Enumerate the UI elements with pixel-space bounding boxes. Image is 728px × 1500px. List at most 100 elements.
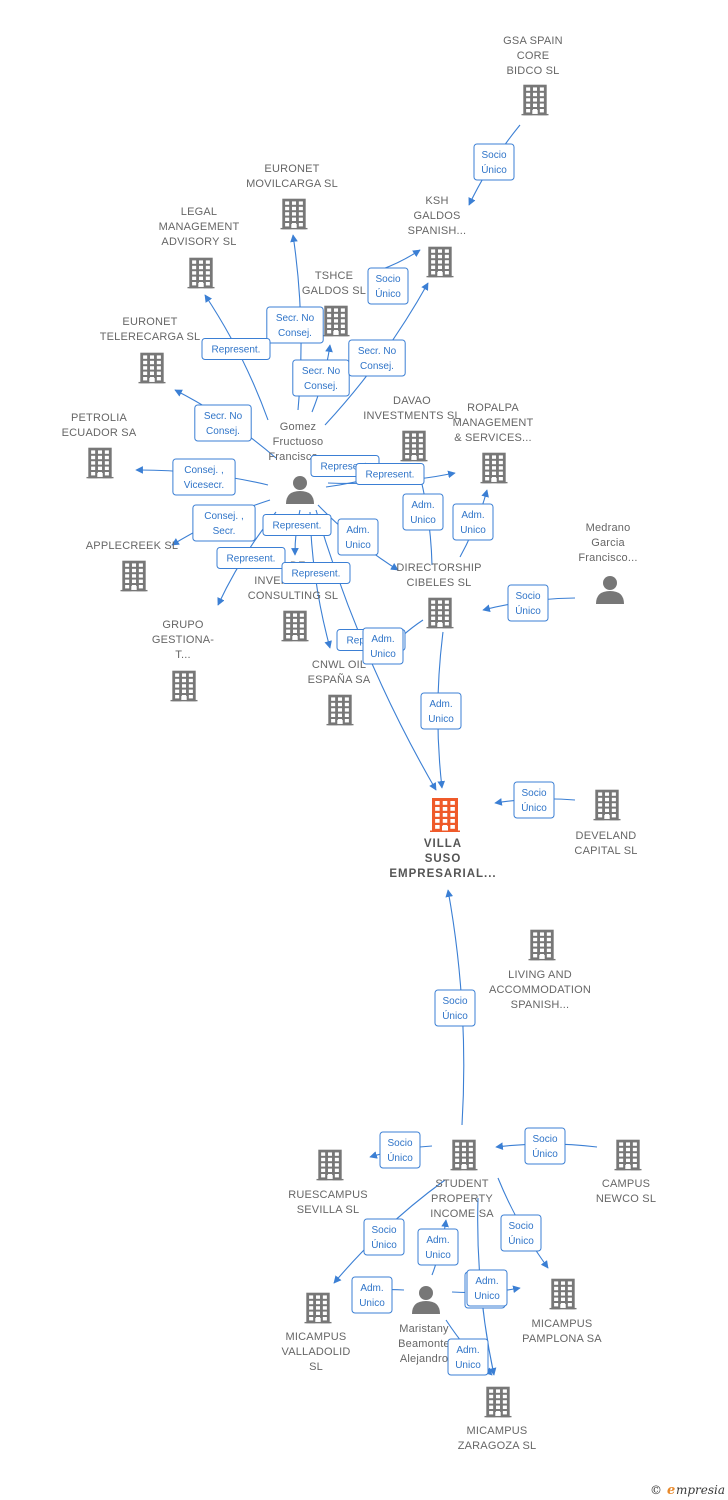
building-icon — [549, 1278, 577, 1310]
edge-label-gomez-to-grupo[interactable]: Represent. — [216, 547, 286, 569]
building-icon — [426, 246, 454, 278]
edge-label-box — [348, 339, 406, 377]
edge-label-box — [417, 1228, 459, 1266]
node-label-line: Alejandro — [400, 1353, 448, 1365]
edge-label-directorship-to-villa[interactable]: Adm.Unico — [420, 692, 462, 730]
edge-label-text: Secr. No — [204, 411, 243, 422]
node-label-line: EMPRESARIAL... — [389, 868, 496, 880]
node-label-line: VALLADOLID — [281, 1346, 350, 1358]
edge-label-maristany-to-mic_valladolid[interactable]: Adm.Unico — [351, 1276, 393, 1314]
building-icon — [593, 789, 621, 821]
edge-label-gomez-to-legal[interactable]: Represent. — [201, 338, 271, 360]
node-label-line: DAVAO — [393, 395, 431, 407]
edge-label-gomez-to-cnwl[interactable]: Represent. — [281, 562, 351, 584]
node-label-line: BIDCO SL — [507, 65, 560, 77]
edge-label-gomez-to-ropalpa[interactable]: Represent. — [355, 463, 425, 485]
node-label-line: CAMPUS — [602, 1178, 650, 1190]
node-label-line: TSHCE — [315, 270, 353, 282]
edge-label-directorship-to-ropalpa[interactable]: Adm. Unico — [452, 503, 494, 541]
node-ruescampus[interactable]: RUESCAMPUS SEVILLA SL — [288, 1149, 368, 1216]
node-label-line: EURONET — [264, 163, 319, 175]
edge-label-text: Represent. — [212, 345, 261, 356]
edge-label-box — [402, 493, 444, 531]
edge-label-maristany-to-mic_pamplona[interactable]: Adm.Unico — [466, 1269, 508, 1307]
edge-label-maristany-to-student[interactable]: Adm.Unico — [417, 1228, 459, 1266]
edge-label-text: Único — [481, 163, 507, 176]
edge-label-text: Adm. — [461, 510, 484, 521]
edge-label-box — [524, 1127, 566, 1165]
node-living[interactable]: LIVING ANDACCOMMODATIONSPANISH... — [489, 929, 591, 1011]
edge-label-gomez-to-petrolia[interactable]: Consej. ,Vicesecr. — [172, 458, 236, 496]
node-ksh[interactable]: KSHGALDOSSPANISH... — [408, 195, 467, 278]
node-label-line: MICAMPUS — [286, 1331, 347, 1343]
edge-label-gomez-to-applecreek[interactable]: Consej. ,Secr. — [192, 504, 256, 542]
edge-label-gomez-to-inversiones[interactable]: Represent. — [262, 514, 332, 536]
building-icon — [316, 1149, 344, 1181]
node-grupo[interactable]: GRUPOGESTIONA-T... — [152, 619, 214, 702]
edge-label-text: Socio — [508, 1221, 533, 1232]
node-applecreek[interactable]: APPLECREEK SL — [86, 540, 178, 592]
edge-label-text: Secr. No — [358, 346, 397, 357]
node-label-line: Gomez — [280, 421, 316, 433]
edge-label-directorship-to-davao[interactable]: Adm.Unico — [402, 493, 444, 531]
node-label-line: MANAGEMENT — [453, 417, 534, 429]
edge-label-box — [513, 781, 555, 819]
node-label-line: RUESCAMPUS — [288, 1189, 368, 1201]
node-label-line: CONSULTING SL — [248, 590, 338, 602]
building-icon — [304, 1292, 332, 1324]
node-label-line: PROPERTY — [431, 1193, 493, 1205]
edge-label-text: Unico — [425, 1250, 451, 1261]
node-label-line: ADVISORY SL — [161, 236, 236, 248]
building-icon — [528, 929, 556, 961]
node-label-line: CIBELES SL — [407, 577, 472, 589]
edge-label-text: Consej. , — [184, 465, 223, 476]
edge-label-gomez-to-directorship[interactable]: Adm.Unico — [337, 518, 379, 556]
node-gomez[interactable]: GomezFructuosoFrancisco... — [268, 421, 327, 504]
node-label-line: ACCOMMODATION — [489, 984, 591, 996]
node-label-line: Fructuoso — [273, 436, 324, 448]
building-icon — [521, 84, 549, 116]
node-medrano[interactable]: MedranoGarciaFrancisco... — [578, 522, 637, 604]
edge-label-maristany-to-mic_zaragoza[interactable]: Adm.Unico — [447, 1338, 489, 1376]
edge-label-box — [266, 306, 324, 344]
node-label-line: INVESTMENTS SL — [363, 410, 461, 422]
node-label-line: SPANISH... — [511, 999, 570, 1011]
node-label-line: SEVILLA SL — [297, 1204, 360, 1216]
node-label-line: GRUPO — [162, 619, 204, 631]
node-label-line: MANAGEMENT — [159, 221, 240, 233]
edge-label-text: Unico — [460, 525, 486, 536]
node-davao[interactable]: DAVAO INVESTMENTS SL — [363, 395, 461, 462]
edge-label-directorship-to-cnwl[interactable]: Adm.Unico — [362, 627, 404, 665]
node-villa[interactable]: VILLASUSOEMPRESARIAL... — [389, 798, 496, 880]
